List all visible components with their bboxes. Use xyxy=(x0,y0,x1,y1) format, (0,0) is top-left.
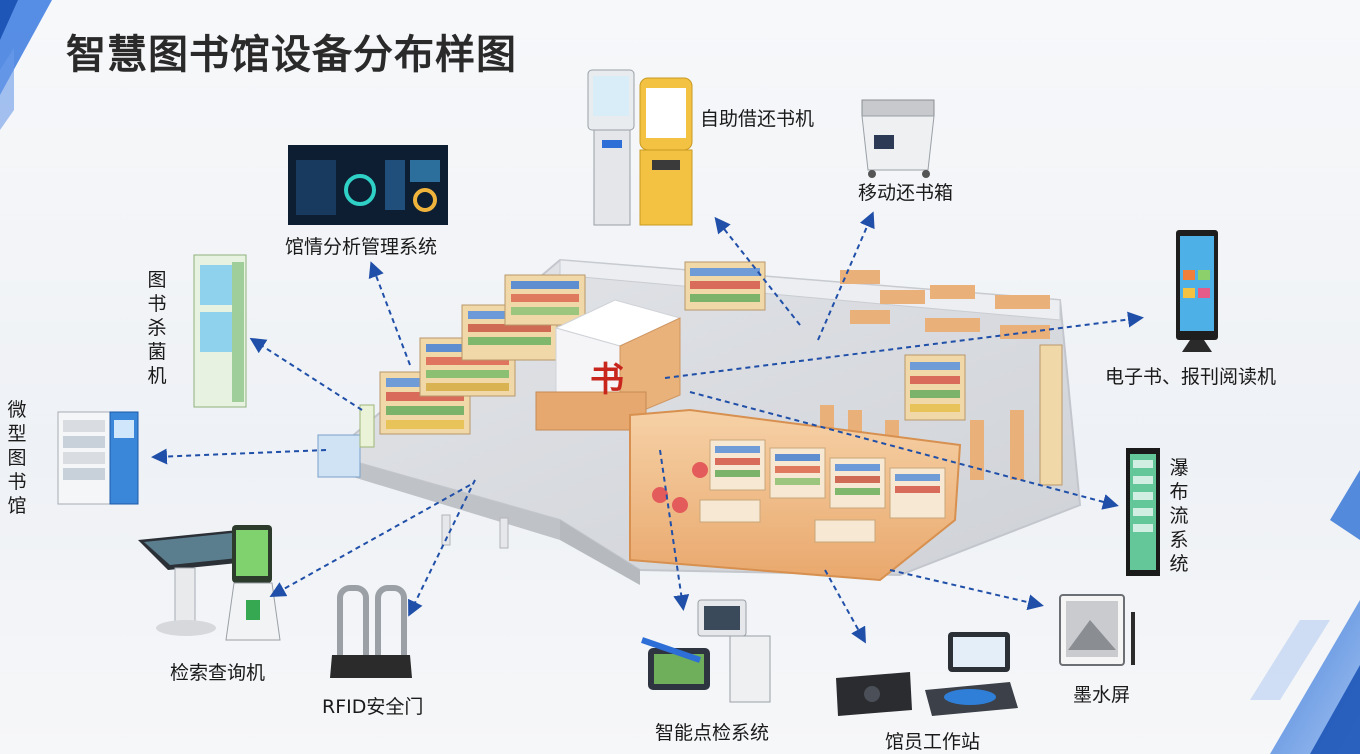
label-eink-screen: 墨水屏 xyxy=(1073,684,1131,706)
label-sterilizer: 图书杀菌机 xyxy=(147,269,167,387)
ebook-reader-illustration xyxy=(1176,230,1218,352)
floor-plan xyxy=(317,258,1082,585)
inventory-system-illustration xyxy=(641,599,771,703)
search-kiosk-illustration xyxy=(138,525,281,641)
self-service-kiosk-illustration xyxy=(587,69,693,226)
mobile-return-box-illustration xyxy=(861,99,935,178)
mini-library-illustration xyxy=(57,411,139,505)
label-inventory-system: 智能点检系统 xyxy=(655,722,770,744)
page-title: 智慧图书馆设备分布样图 xyxy=(66,32,517,78)
label-analytics-system: 馆情分析管理系统 xyxy=(285,236,438,258)
label-rfid-gate: RFID安全门 xyxy=(322,696,424,718)
label-self-service: 自助借还书机 xyxy=(700,108,815,130)
bookshelves xyxy=(379,261,1063,486)
label-mobile-return-box: 移动还书箱 xyxy=(858,182,954,204)
central-sign: 书 xyxy=(590,360,624,400)
waterfall-screen-illustration xyxy=(1126,448,1160,576)
connector-arrows xyxy=(151,211,1144,644)
label-staff-station: 馆员工作站 xyxy=(885,731,981,753)
label-mini-library: 微型图书馆 xyxy=(7,399,27,517)
label-ebook-reader: 电子书、报刊阅读机 xyxy=(1105,366,1277,388)
children-room xyxy=(629,408,962,582)
central-service-cube xyxy=(535,299,682,431)
eink-screen-illustration xyxy=(1059,594,1135,666)
label-waterfall-system: 瀑布流系统 xyxy=(1169,457,1189,575)
analytics-screen xyxy=(288,145,448,225)
staff-station-illustration xyxy=(836,632,1018,716)
corner-decoration-left xyxy=(0,0,52,130)
rfid-gate-illustration xyxy=(330,585,412,678)
label-search-kiosk: 检索查询机 xyxy=(170,662,266,684)
sterilizer-illustration xyxy=(193,254,247,408)
corner-decoration-right xyxy=(1250,470,1360,754)
